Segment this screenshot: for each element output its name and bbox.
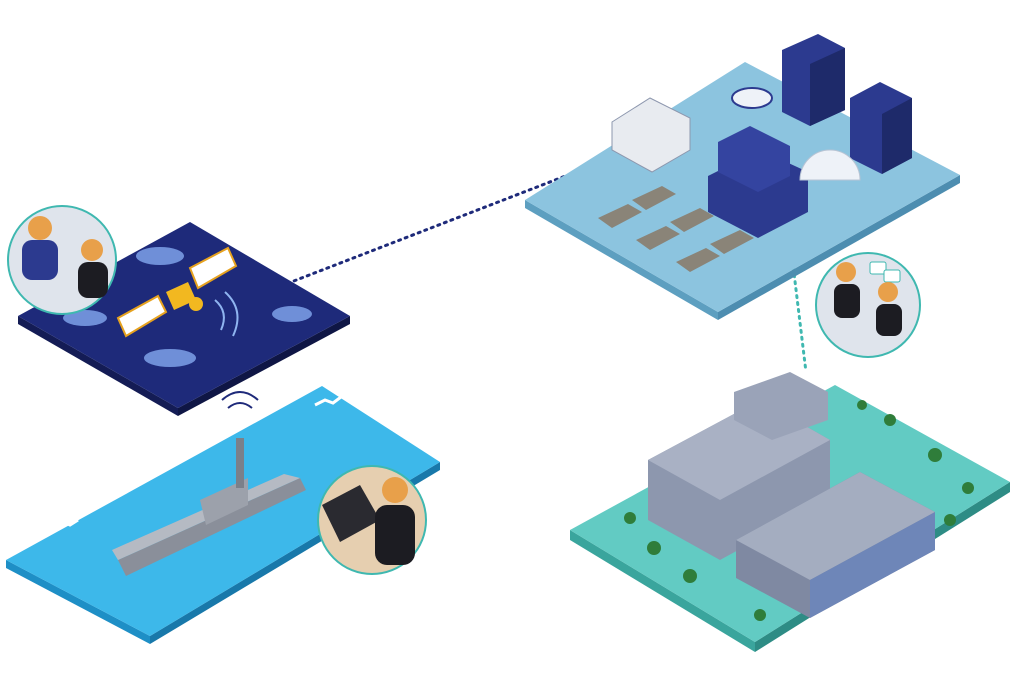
cloud-icon: [63, 247, 312, 367]
factory-building-icon: [648, 372, 935, 618]
satellite-to-ground-link: [253, 156, 614, 298]
radome-icon: [799, 149, 861, 181]
sea-tile: [6, 386, 440, 644]
satellite-icon: [116, 246, 238, 338]
warship-icon: [112, 438, 306, 576]
rack-server-icon: [611, 97, 691, 173]
ground-station-tile: [525, 34, 960, 320]
factory-tile: [570, 372, 1010, 652]
ship-operator-avatar: [317, 465, 427, 575]
control-building-icon: [708, 87, 808, 238]
seagull-icon: [51, 518, 79, 527]
server-tower-icon: [782, 34, 912, 174]
satellite-operator-avatar: [7, 205, 117, 315]
control-room-operators-avatar: [815, 252, 921, 358]
space-tile: [18, 222, 350, 416]
vehicle-icon: [598, 186, 754, 272]
seagull-icon: [314, 395, 342, 407]
tree-icon: [624, 400, 974, 621]
